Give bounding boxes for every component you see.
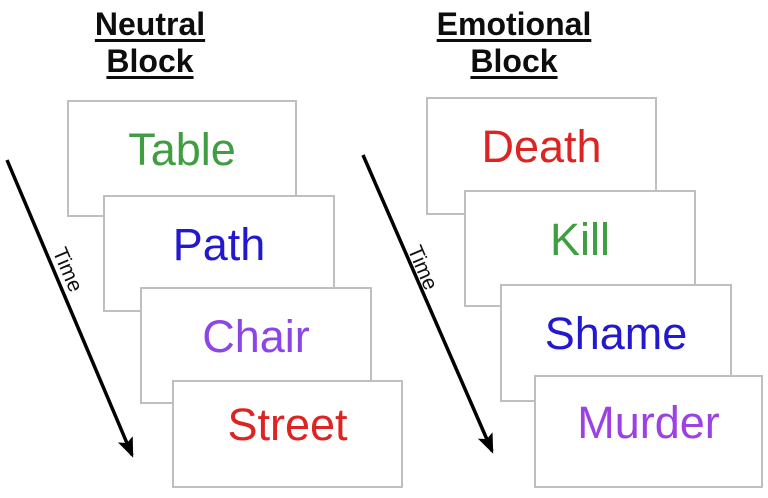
stimulus-card-murder: Murder [534,375,763,488]
emotional-block-title-line1: Emotional [436,6,592,42]
emotional-block-title: Emotional Block [424,6,604,80]
stimulus-word: Shame [544,308,688,359]
stimulus-word: Kill [549,213,610,265]
stimulus-word: Chair [202,310,310,362]
neutral-block-title-line2: Block [106,43,194,79]
stimulus-word: Table [128,123,236,175]
stimulus-card-street: Street [172,380,403,488]
stimulus-word: Path [172,218,266,270]
emotional-block-title-line2: Block [470,43,558,79]
stimulus-word: Street [227,399,348,450]
neutral-block-title: Neutral Block [60,6,240,80]
time-label-left: Time [47,244,87,296]
stimulus-word: Murder [577,396,720,448]
time-label-right: Time [402,242,442,294]
stimulus-word: Death [481,121,602,172]
neutral-block-title-line1: Neutral [94,6,206,42]
